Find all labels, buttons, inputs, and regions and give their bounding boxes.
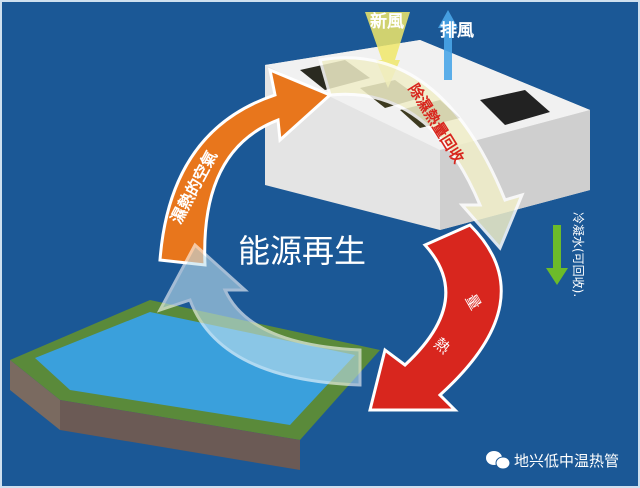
fresh-air-label: 新風 (370, 11, 404, 32)
wechat-icon (486, 451, 511, 470)
fresh-air-arrow (365, 12, 410, 88)
dehumidifier-unit (265, 40, 590, 230)
return-arrow (156, 242, 362, 387)
heat-recovery-arrow (318, 56, 525, 251)
condensate-arrow (546, 225, 568, 285)
condensate-label: 冷凝水(可回收). (571, 212, 586, 297)
heat-arrow (368, 223, 503, 412)
pool (10, 300, 380, 470)
humid-air-arrow (158, 67, 333, 267)
energy-regen-title: 能源再生 (238, 232, 366, 270)
exhaust-air-arrow (438, 10, 458, 80)
watermark-text: 地兴低中温热管 (514, 452, 619, 470)
exhaust-air-label: 排風 (440, 20, 474, 41)
